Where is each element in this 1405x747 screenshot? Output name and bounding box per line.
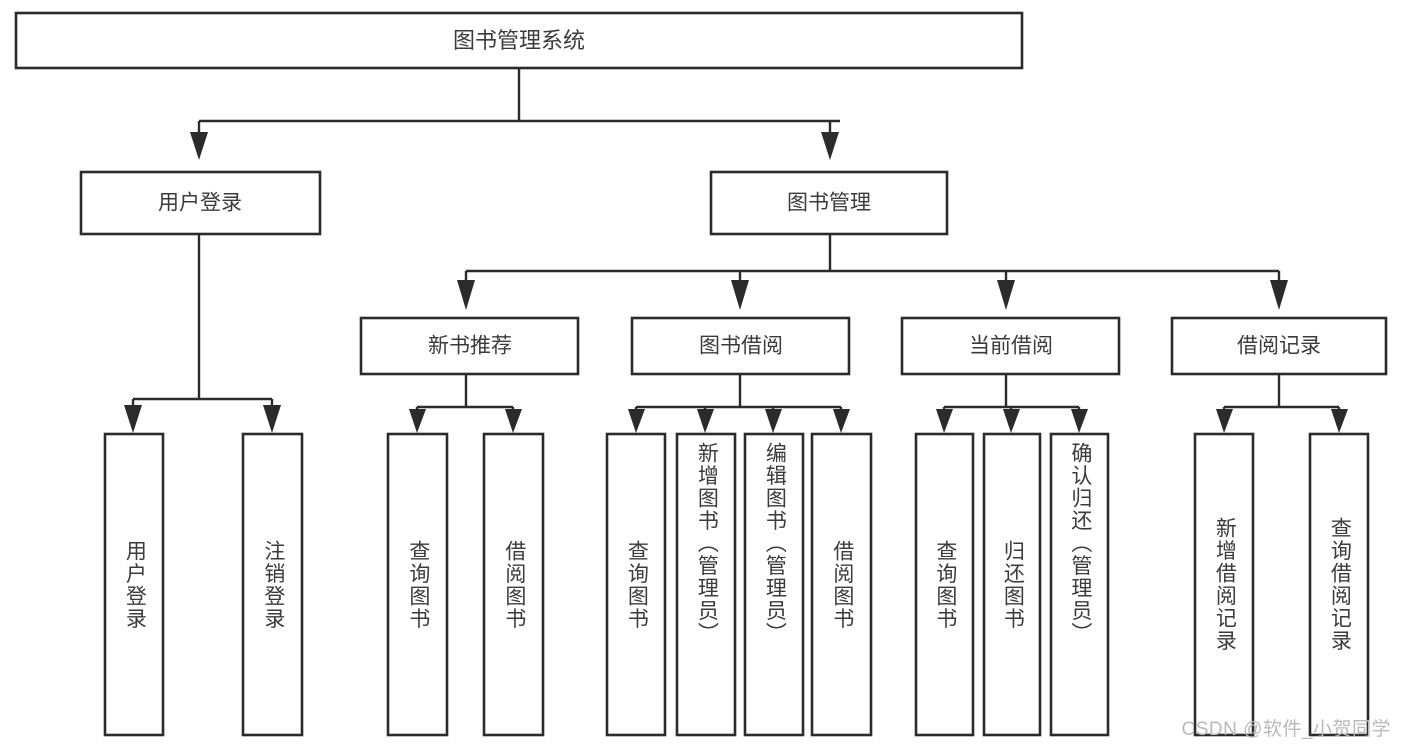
arrow-head-current-borrow-leaf-1 [936, 409, 953, 433]
connector-group-book-manage [457, 234, 1288, 310]
node-book-borrow-label: 图书借阅 [699, 335, 783, 358]
arrow-head-book-borrow-leaf-4 [833, 409, 850, 433]
arrow-head-user-login [190, 132, 208, 160]
leaf-box-user-login-2[interactable] [241, 432, 304, 737]
arrow-head-user-login-leaf-2 [263, 405, 281, 433]
node-book-manage-box[interactable] [709, 170, 949, 236]
node-root-system-label: 图书管理系统 [453, 28, 585, 53]
arrow-head-user-login-leaf-1 [124, 405, 142, 433]
connector-group-current-borrow [936, 374, 1088, 433]
leaf-box-book-borrow-3[interactable] [743, 432, 805, 737]
node-new-book-recommend[interactable]: 新书推荐 [359, 316, 580, 376]
node-user-login-label: 用户登录 [158, 192, 242, 215]
connector-group-user-login [124, 234, 281, 433]
leaf-box-new-book-1[interactable] [386, 432, 449, 737]
arrow-head-book-manage [821, 132, 839, 160]
leaf-box-current-borrow-2[interactable] [982, 432, 1042, 737]
node-user-login-box[interactable] [79, 170, 322, 236]
leaf-box-user-login-1[interactable] [103, 432, 165, 737]
leaf-box-book-borrow-4[interactable] [810, 432, 873, 737]
arrow-head-level2-3 [997, 280, 1015, 310]
csdn-watermark: CSDN @软件_小贺同学 [1181, 719, 1391, 740]
node-current-borrow-box[interactable] [900, 316, 1121, 376]
arrow-head-borrow-record-leaf-1 [1216, 409, 1233, 433]
node-borrow-record-box[interactable] [1170, 316, 1388, 376]
leaf-box-book-borrow-1[interactable] [605, 432, 667, 737]
arrow-head-borrow-record-leaf-2 [1331, 409, 1348, 433]
node-root-system-box[interactable] [14, 11, 1024, 70]
arrow-head-new-book-leaf-1 [409, 409, 426, 433]
arrow-head-current-borrow-leaf-2 [1003, 409, 1020, 433]
node-user-login[interactable]: 用户登录 [79, 170, 322, 236]
arrow-head-book-borrow-leaf-1 [628, 409, 645, 433]
node-borrow-record-label: 借阅记录 [1237, 335, 1321, 358]
leaf-box-borrow-record-1[interactable] [1193, 432, 1255, 737]
leaf-box-book-borrow-2[interactable] [675, 432, 737, 737]
arrow-head-book-borrow-leaf-2 [697, 409, 714, 433]
leaf-box-current-borrow-1[interactable] [914, 432, 975, 737]
node-new-book-recommend-label: 新书推荐 [428, 335, 512, 358]
node-current-borrow-label: 当前借阅 [969, 335, 1053, 358]
node-book-borrow[interactable]: 图书借阅 [630, 316, 851, 376]
arrow-head-level2-1 [457, 280, 475, 310]
node-root-system[interactable]: 图书管理系统 [14, 11, 1024, 70]
leaf-box-current-borrow-3[interactable] [1049, 432, 1110, 737]
node-book-borrow-box[interactable] [630, 316, 851, 376]
node-current-borrow[interactable]: 当前借阅 [900, 316, 1121, 376]
connector-group-root [190, 68, 840, 160]
arrow-head-level2-2 [731, 280, 749, 310]
node-borrow-record[interactable]: 借阅记录 [1170, 316, 1388, 376]
arrow-head-new-book-leaf-2 [505, 409, 522, 433]
leaf-box-new-book-2[interactable] [482, 432, 545, 737]
arrow-head-current-borrow-leaf-3 [1071, 409, 1088, 433]
connector-group-book-borrow [628, 374, 850, 433]
node-book-manage-label: 图书管理 [787, 192, 871, 215]
connector-group-new-book [409, 374, 522, 433]
arrow-head-book-borrow-leaf-3 [765, 409, 782, 433]
connector-group-borrow-record [1216, 374, 1348, 433]
node-new-book-recommend-box[interactable] [359, 316, 580, 376]
arrow-head-level2-4 [1270, 280, 1288, 310]
leaf-box-borrow-record-2[interactable] [1308, 432, 1370, 737]
node-book-manage[interactable]: 图书管理 [709, 170, 949, 236]
